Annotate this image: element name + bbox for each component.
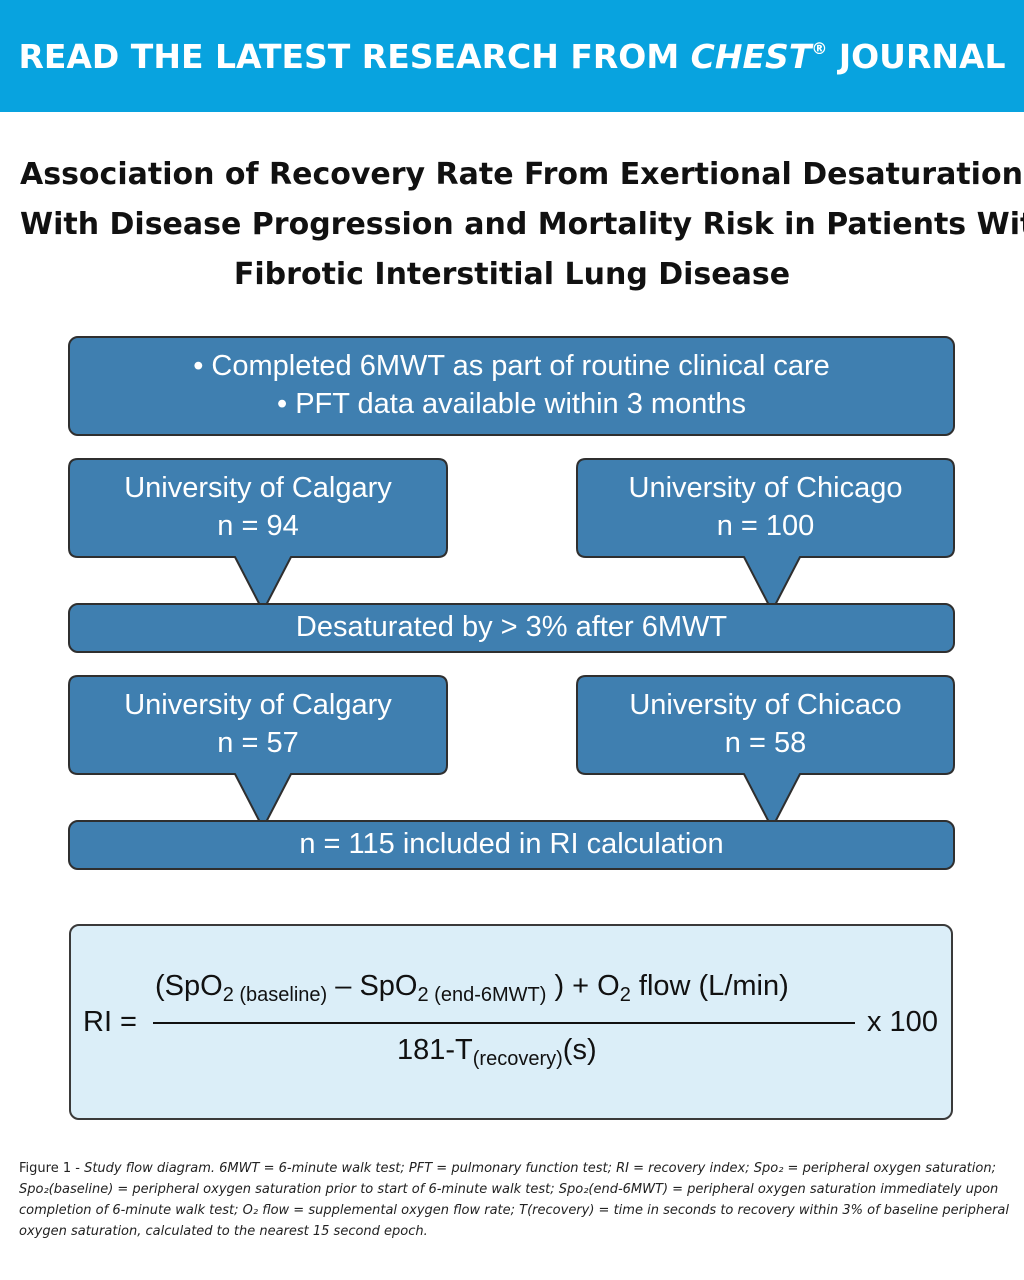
chicago-callout-2 [576, 675, 955, 829]
sample-size: n = 58 [724, 727, 807, 759]
calgary-callout-2 [68, 675, 448, 829]
site-name: University of Chicaco [629, 689, 902, 721]
formula-denominator: 181-T(recovery)(s) [397, 1034, 597, 1071]
inclusion-criterion-2: • PFT data available within 3 months [276, 388, 747, 420]
num-sub-c: 2 [619, 984, 631, 1006]
den-part-b: (s) [562, 1034, 597, 1066]
final-text: n = 115 included in RI calculation [69, 825, 954, 863]
chicago-stage1-text: University of Chicago n = 100 [577, 469, 954, 545]
banner-title[interactable]: READ THE LATEST RESEARCH FROM CHEST® JOU… [18, 37, 1005, 76]
caption-text: Study flow diagram. 6MWT = 6-minute walk… [19, 1161, 1010, 1239]
num-sub-a: 2 (baseline) [222, 984, 328, 1006]
filter-box [68, 603, 955, 653]
site-name: University of Calgary [124, 472, 392, 504]
calgary-callout-1 [68, 458, 448, 612]
title-line-1: Association of Recovery Rate From Exerti… [20, 157, 1023, 192]
inclusion-criteria: • Completed 6MWT as part of routine clin… [69, 347, 954, 423]
title-line-2: With Disease Progression and Mortality R… [20, 207, 1024, 242]
filter-text: Desaturated by > 3% after 6MWT [69, 608, 954, 646]
formula-multiplier: x 100 [867, 1006, 938, 1038]
inclusion-criterion-1: • Completed 6MWT as part of routine clin… [193, 350, 830, 382]
num-sub-b: 2 (end-6MWT) [417, 984, 547, 1006]
title-line-3: Fibrotic Interstitial Lung Disease [233, 257, 791, 292]
formula-numerator: (SpO2 (baseline) – SpO2 (end-6MWT) ) + O… [155, 970, 789, 1007]
sample-size: n = 100 [716, 510, 815, 542]
fraction-bar [153, 1022, 855, 1024]
caption-label: Figure 1 - [19, 1161, 85, 1176]
calgary-stage1-text: University of Calgary n = 94 [69, 469, 447, 545]
filter-label: Desaturated by > 3% after 6MWT [295, 611, 728, 643]
article-title: Association of Recovery Rate From Exerti… [20, 150, 1024, 300]
sample-size: n = 57 [217, 727, 299, 759]
den-part-a: 181-T [397, 1034, 473, 1066]
final-box [68, 820, 955, 870]
chicago-callout-1 [576, 458, 955, 612]
banner-prefix: READ THE LATEST RESEARCH FROM [18, 36, 691, 76]
num-part-c: ) + O [546, 970, 620, 1002]
inclusion-box [68, 336, 955, 436]
chicago-stage2-text: University of Chicaco n = 58 [577, 686, 954, 762]
calgary-stage2-text: University of Calgary n = 57 [69, 686, 447, 762]
num-part-a: (SpO [155, 970, 223, 1002]
flow-diagram [68, 336, 955, 870]
ri-formula-box: RI = (SpO2 (baseline) – SpO2 (end-6MWT) … [69, 924, 953, 1120]
num-part-d: flow (L/min) [630, 970, 789, 1002]
site-name: University of Calgary [124, 689, 392, 721]
final-label: n = 115 included in RI calculation [299, 828, 724, 860]
den-sub: (recovery) [472, 1048, 563, 1070]
header-banner: READ THE LATEST RESEARCH FROM CHEST® JOU… [0, 0, 1024, 112]
figure-caption: Figure 1 - Study flow diagram. 6MWT = 6-… [19, 1158, 1009, 1242]
site-name: University of Chicago [628, 472, 903, 504]
ri-label: RI = [83, 1006, 137, 1038]
journal-name: CHEST [690, 36, 812, 76]
banner-suffix: JOURNAL [827, 36, 1006, 76]
num-part-b: – SpO [327, 970, 418, 1002]
registered-mark: ® [811, 38, 828, 58]
sample-size: n = 94 [217, 510, 299, 542]
